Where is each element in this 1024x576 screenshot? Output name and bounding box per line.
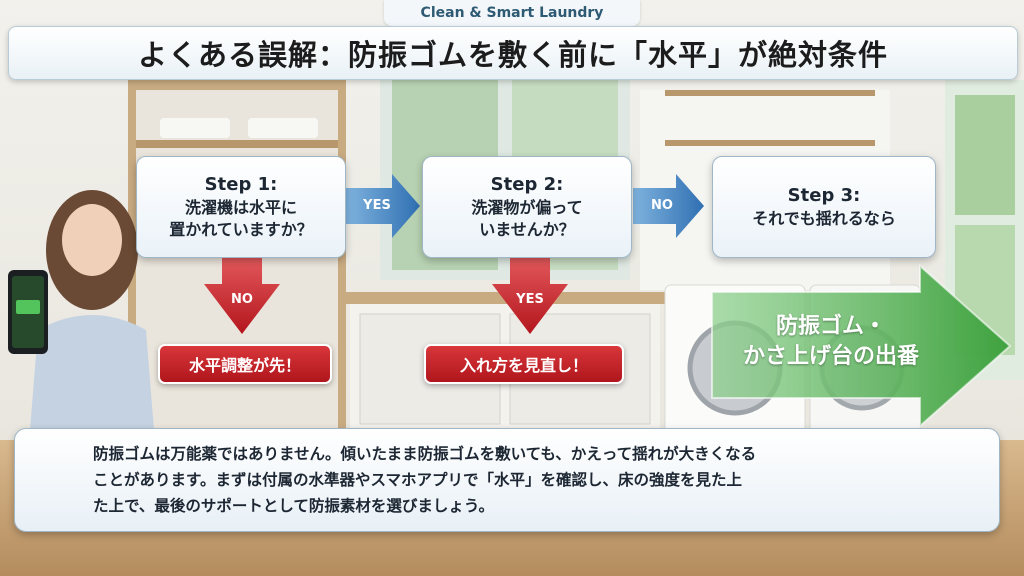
note-line-3: た上で、最後のサポートとして防振素材を選びましょう。 [93, 497, 494, 515]
page-title: よくある誤解：防振ゴムを敷く前に「水平」が絶対条件 [137, 38, 888, 72]
step-2-line-1: 洗濯物が偏って [471, 198, 583, 217]
step-2-box: Step 2: 洗濯物が偏って いませんか？ [422, 156, 632, 258]
step-2-line-2: いませんか？ [479, 220, 575, 239]
step-1-box: Step 1: 洗濯機は水平に 置かれていますか？ [136, 156, 346, 258]
step-2-heading: Step 2: [490, 174, 564, 195]
result-review-loading: 入れ方を見直し！ [424, 344, 624, 384]
arrow-label-step1-yes: YES [363, 198, 391, 213]
brand-label: Clean & Smart Laundry [384, 0, 640, 26]
arrow-label-step2-no: NO [651, 198, 673, 213]
explanation-note: 防振ゴムは万能薬ではありません。傾いたまま防振ゴムを敷いても、かえって揺れが大き… [14, 428, 1000, 532]
note-line-2: ことがあります。まずは付属の水準器やスマホアプリで「水平」を確認し、床の強度を見… [93, 471, 742, 489]
step-1-line-1: 洗濯機は水平に [184, 198, 297, 217]
final-line-2: かさ上げ台の出番 [742, 344, 919, 369]
step-1-line-2: 置かれていますか？ [169, 220, 313, 239]
step-3-line-1: それでも揺れるなら [752, 209, 896, 228]
step-3-box: Step 3: それでも揺れるなら [712, 156, 936, 258]
final-recommendation: 防振ゴム・ かさ上げ台の出番 [712, 312, 950, 376]
result-level-first: 水平調整が先！ [158, 344, 332, 384]
final-line-1: 防振ゴム・ [775, 314, 886, 339]
step-3-heading: Step 3: [787, 185, 861, 206]
note-line-1: 防振ゴムは万能薬ではありません。傾いたまま防振ゴムを敷いても、かえって揺れが大き… [93, 445, 757, 463]
step-1-heading: Step 1: [204, 174, 278, 195]
title-banner: よくある誤解：防振ゴムを敷く前に「水平」が絶対条件 [8, 26, 1018, 80]
arrow-label-step2-yes: YES [516, 292, 544, 307]
arrow-label-step1-no: NO [231, 292, 253, 307]
